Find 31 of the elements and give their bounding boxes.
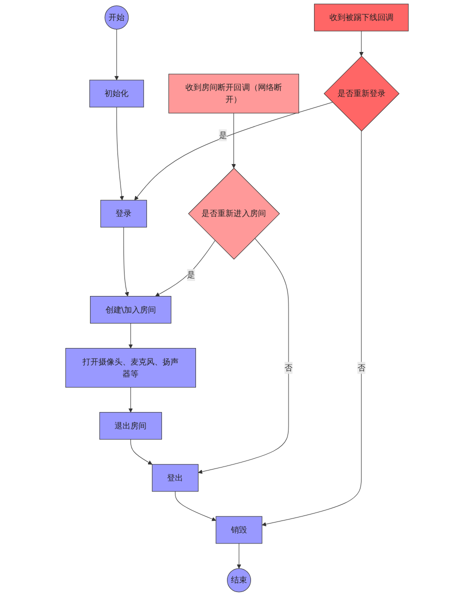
arrow [134, 102, 333, 200]
edge-label: 否 [357, 362, 366, 372]
arrow [128, 387, 133, 413]
node-box: 初始化 [89, 80, 144, 108]
node-box: 退出房间 [99, 412, 162, 440]
node-box: 打开摄像头、麦克风、扬声器等 [65, 348, 196, 388]
node-circle: 结束 [227, 568, 251, 592]
arrow [123, 226, 129, 296]
node-box: 登录 [100, 200, 147, 228]
node-circle: 开始 [104, 6, 129, 30]
arrow [130, 439, 152, 465]
edge-label: 是 [218, 130, 227, 140]
node-box: 登出 [152, 464, 198, 492]
node-box: 收到房间断开回调（网络断开） [168, 74, 300, 114]
arrow [232, 112, 236, 168]
edge-label: 否 [284, 362, 293, 372]
node-diamond: 是否重新进入房间 [188, 168, 280, 260]
arrow [174, 491, 216, 522]
arrow [262, 130, 362, 526]
node-box: 创建\加入房间 [90, 296, 172, 324]
arrow [359, 30, 364, 56]
edge-label: 是 [187, 270, 196, 280]
arrow [116, 106, 124, 200]
node-diamond: 是否重新登录 [324, 56, 400, 132]
arrow [114, 29, 119, 80]
node-box: 销毁 [216, 516, 262, 544]
arrow [198, 238, 289, 474]
arrow [155, 240, 216, 296]
arrow [128, 323, 133, 348]
node-box: 收到被踢下线回调 [314, 4, 409, 32]
arrow [236, 543, 242, 569]
